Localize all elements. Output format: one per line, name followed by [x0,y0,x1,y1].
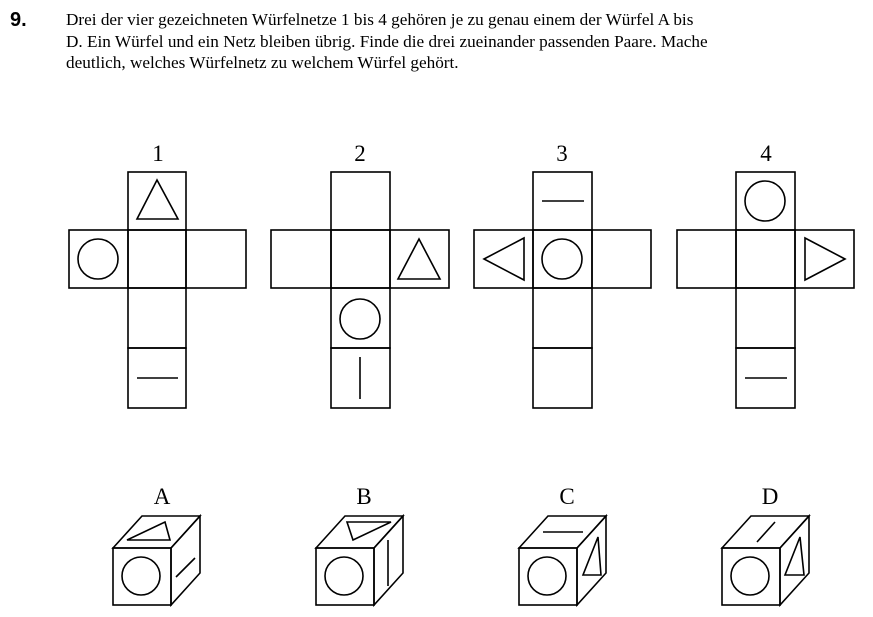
cube-b: B [314,484,405,608]
net-1: 1 [68,141,247,409]
cube-b-side [373,513,404,608]
triangle-icon [126,520,172,541]
net-4-face-right [794,229,855,289]
circle-icon [339,298,381,340]
cube-label-c: C [559,484,574,509]
net-label-4: 4 [760,141,772,166]
net-2: 2 [270,141,450,409]
triangle-icon [396,237,442,280]
circle-icon [527,556,567,596]
net-3: 3 [473,141,652,409]
circle-icon [730,556,770,596]
triangle-icon [804,236,847,282]
net-2-face-top [330,171,391,231]
net-1-face-center [127,229,187,289]
net-4-face-bottom [735,347,796,409]
triangle-icon [581,536,602,576]
cube-c-side [576,513,607,608]
net-3-face-bottom [532,347,593,409]
net-2-face-center [330,229,391,289]
circle-icon [541,238,583,280]
net-2-face-bottom [330,347,391,409]
cube-a-top [111,515,202,549]
net-2-face-right [389,229,450,289]
triangle-icon [135,178,180,220]
cube-label-b: B [356,484,371,509]
net-1-face-bottom [127,347,187,409]
triangle-icon [783,536,805,576]
net-2-face-left [270,229,332,289]
task-text: Drei der vier gezeichneten Würfelnetze 1… [66,9,861,74]
net-4-face-center [735,229,796,289]
circle-icon [324,556,364,596]
task-text-line-1: Drei der vier gezeichneten Würfelnetze 1… [66,10,694,29]
net-label-2: 2 [354,141,366,166]
cube-label-d: D [762,484,779,509]
cube-d: D [720,484,811,608]
task-text-line-3: deutlich, welches Würfelnetz zu welchem … [66,53,459,72]
net-4-face-lower [735,287,796,349]
circle-icon [121,556,161,596]
cube-b-top [314,515,405,549]
cube-label-a: A [154,484,171,509]
cube-a: A [111,484,202,608]
net-1-face-lower [127,287,187,349]
circle-icon [744,180,786,222]
cube-a-side [170,513,201,608]
net-4-face-left [676,229,737,289]
net-3-face-lower [532,287,593,349]
triangle-icon [482,236,525,282]
line-icon [175,557,196,578]
net-3-face-right [591,229,652,289]
task-text-line-2: D. Ein Würfel und ein Netz bleiben übrig… [66,31,708,51]
triangle-icon [345,521,392,542]
task-number: 9. [10,9,27,31]
net-4: 4 [676,141,855,409]
cube-c: C [517,484,608,608]
net-label-1: 1 [152,141,164,166]
net-label-3: 3 [556,141,568,166]
line-icon [756,521,776,543]
net-1-face-right [185,229,247,289]
cube-d-side [779,513,810,608]
circle-icon [77,238,119,280]
